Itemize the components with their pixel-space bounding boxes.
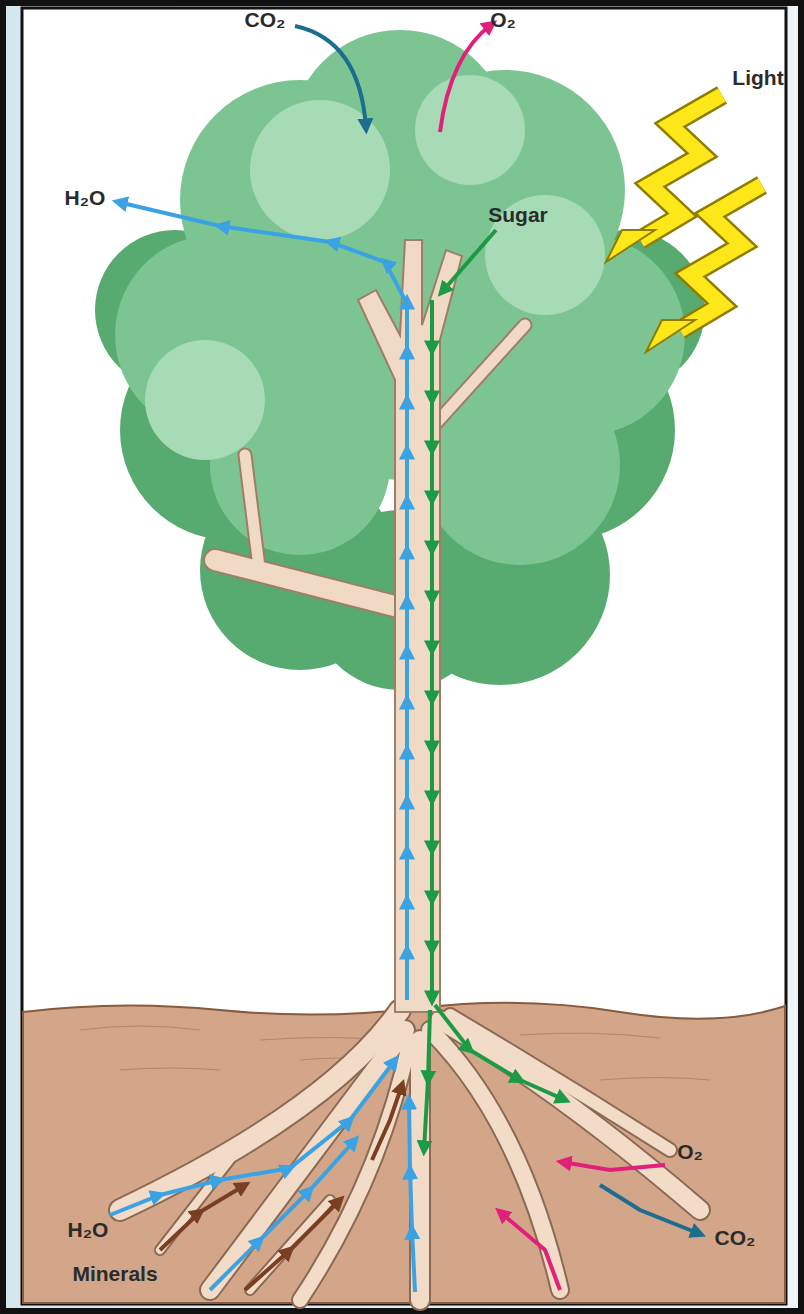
water-flow <box>110 202 415 1292</box>
o2-arrow <box>562 1162 665 1170</box>
co2-arrow <box>600 1185 700 1234</box>
chemical-label: H₂O <box>65 186 106 210</box>
chemical-label: Sugar <box>488 203 548 227</box>
outer-frame <box>3 3 801 1311</box>
chemical-label: O₂ <box>490 8 516 32</box>
light-bolts <box>606 95 762 352</box>
o2-arrow <box>440 24 492 132</box>
mineral-flow <box>160 1085 402 1290</box>
chemical-label: CO₂ <box>245 8 286 32</box>
branches <box>215 325 525 610</box>
o2-arrow <box>500 1212 560 1290</box>
panel <box>22 8 786 1304</box>
co2-arrow <box>295 26 366 128</box>
soil <box>23 1003 785 1303</box>
trunk <box>358 240 462 1012</box>
roots <box>120 1010 700 1300</box>
sugar-flow <box>424 230 565 1150</box>
chemical-label: Light <box>732 66 783 90</box>
chemical-label: CO₂ <box>715 1226 756 1250</box>
chemical-label: Minerals <box>72 1262 157 1286</box>
chemical-label: O₂ <box>677 1140 703 1164</box>
chemical-label: H₂O <box>68 1218 109 1242</box>
